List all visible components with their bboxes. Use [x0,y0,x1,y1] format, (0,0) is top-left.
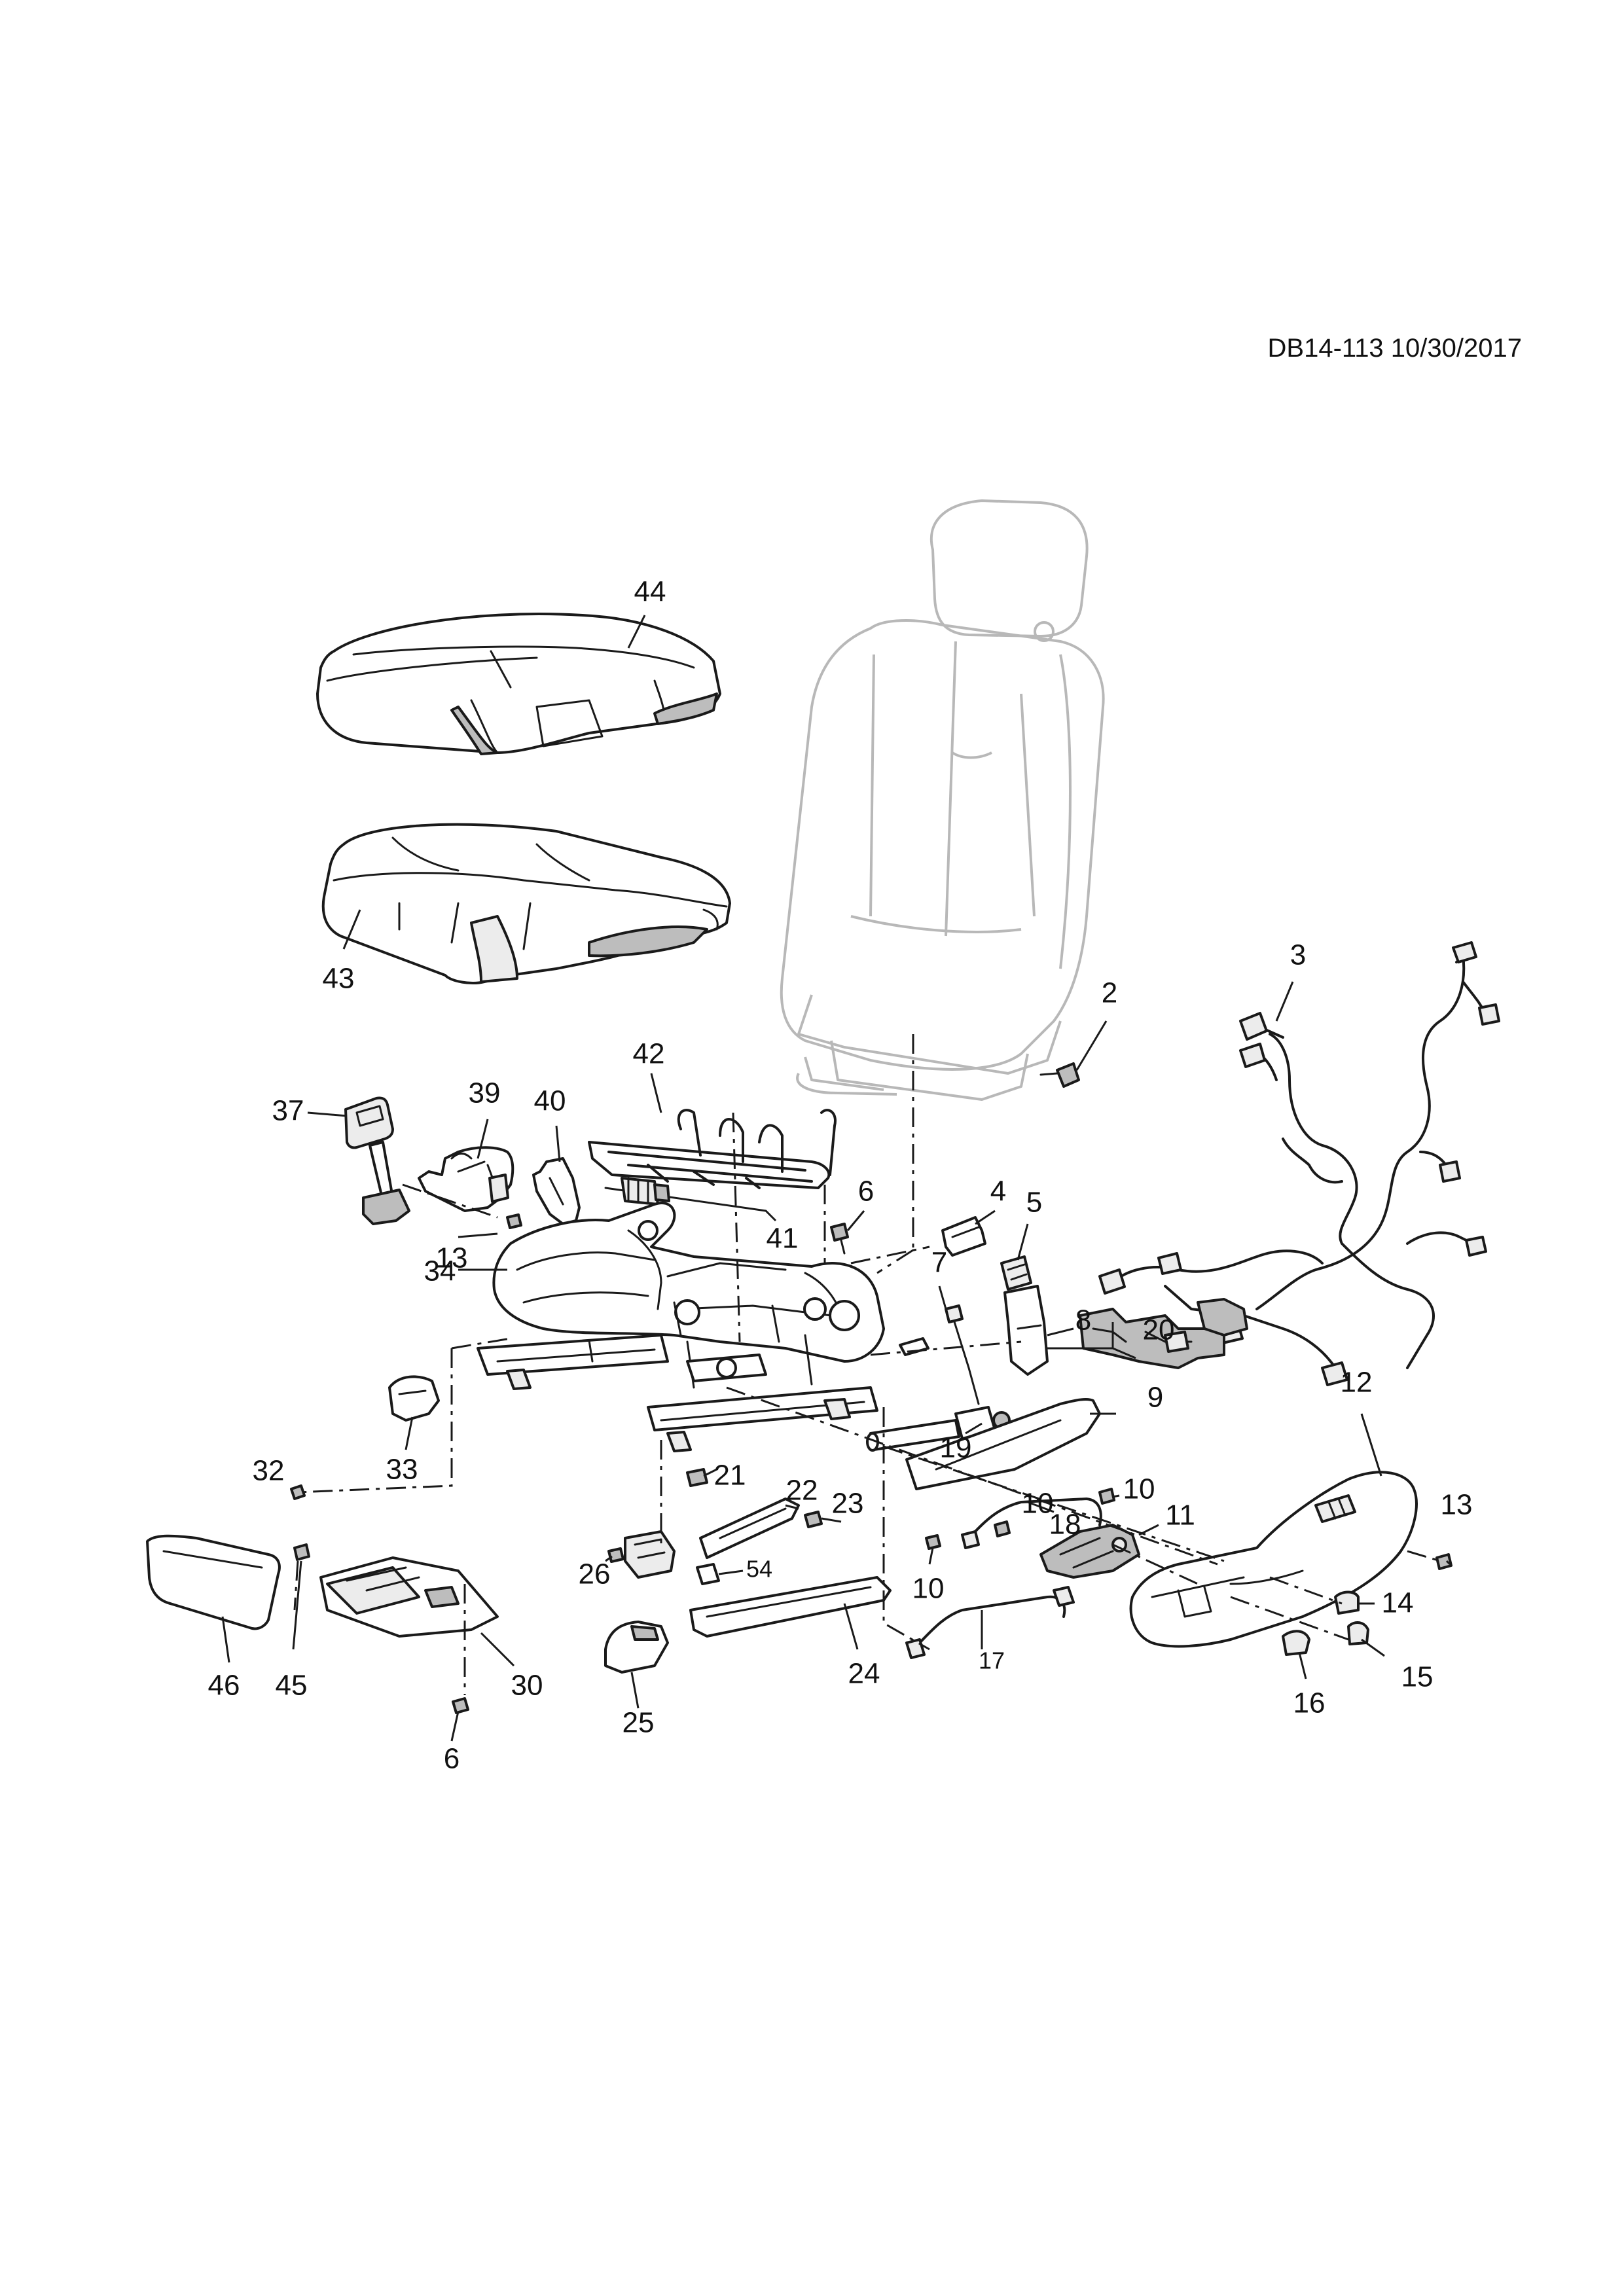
seat-cushion-cover [316,613,721,755]
callout-41: 41 [767,1223,799,1255]
fastener-13-b [1435,1553,1453,1570]
bolt-2 [1039,1062,1080,1088]
callout-labels: 44 43 2 3 42 39 37 40 41 6 4 5 13 34 7 8… [208,576,1473,1775]
fastener-32 [290,1484,306,1500]
callout-13-right: 13 [1441,1489,1473,1521]
bushing-54 [696,1563,720,1585]
callout-37: 37 [272,1095,304,1127]
strut-7 [899,1304,980,1405]
callout-7: 7 [931,1247,947,1279]
adjuster-rod-motor [604,1177,767,1212]
callout-25: 25 [623,1707,655,1739]
callout-45: 45 [276,1670,308,1702]
document-id: DB14-113 10/30/2017 [1268,334,1522,363]
callout-14: 14 [1382,1587,1414,1619]
callout-8: 8 [1075,1304,1091,1336]
callout-42: 42 [633,1038,665,1070]
callout-23: 23 [832,1488,864,1520]
callout-26: 26 [579,1558,611,1590]
callout-46: 46 [208,1670,240,1702]
cable-17 [905,1586,1075,1659]
seat-cushion-frame [492,1202,885,1363]
callout-10-right: 10 [1123,1473,1155,1505]
seat-wiring-harness [1079,941,1500,1386]
rail-cover-24 [689,1576,892,1638]
callout-54: 54 [746,1556,772,1583]
callout-leaders [221,615,1451,1742]
power-seat-switch-11 [1039,1524,1140,1579]
control-module-30 [319,1556,499,1638]
callout-15: 15 [1401,1661,1434,1693]
link-22 [699,1498,800,1559]
front-trim-46 [146,1534,281,1630]
callout-24: 24 [848,1658,880,1690]
reference-lines [293,1034,1441,1695]
callout-43: 43 [323,963,355,995]
seat-cushion-pad [321,823,731,984]
callout-6-lower: 6 [444,1743,460,1775]
callout-11: 11 [1165,1499,1195,1532]
cushion-suspension-wires [588,1109,837,1189]
seat-side-shield-inner [418,1146,514,1212]
knob-16 [1282,1630,1310,1656]
switch-5 [1000,1255,1032,1291]
seat-belt-buckle [344,1096,410,1225]
callout-10-middle: 10 [1022,1488,1054,1520]
callout-34: 34 [424,1255,456,1287]
callout-3: 3 [1290,939,1306,971]
callout-21: 21 [714,1460,746,1492]
fastener-10-a [994,1520,1011,1537]
end-cap-25 [604,1621,669,1674]
callout-4: 4 [990,1175,1006,1208]
fastener-13-a [506,1213,522,1229]
fastener-10-c [925,1534,941,1550]
side-trim-panel-9 [905,1397,1101,1490]
callout-9: 9 [1147,1382,1163,1414]
cover-33 [388,1375,440,1422]
screw-6-lower [452,1697,469,1714]
seatback-ghost [780,499,1105,1101]
callout-32: 32 [253,1455,285,1487]
knob-15 [1347,1621,1369,1645]
motor-26 [607,1530,676,1579]
outer-side-shield-12 [1129,1471,1418,1648]
callout-5: 5 [1026,1187,1042,1219]
callout-16: 16 [1293,1687,1326,1719]
callout-18: 18 [1049,1509,1081,1541]
callout-17: 17 [979,1647,1005,1674]
callout-2: 2 [1102,977,1117,1009]
callout-40: 40 [534,1085,566,1117]
screw-6-upper [830,1223,849,1255]
callout-20: 20 [1143,1314,1175,1346]
fastener-23 [804,1511,823,1528]
callout-10-lower: 10 [912,1573,945,1605]
callout-19: 19 [940,1432,972,1464]
callout-12: 12 [1341,1367,1373,1399]
callout-33: 33 [386,1454,418,1486]
cover-4 [941,1216,986,1257]
fastener-21 [686,1468,708,1487]
callout-22: 22 [786,1475,818,1507]
knob-14 [1334,1590,1360,1615]
trim-8 [1003,1285,1049,1376]
callout-6-upper: 6 [858,1175,874,1208]
callout-39: 39 [469,1077,501,1109]
callout-44: 44 [634,576,666,608]
bracket-40 [532,1157,581,1225]
fastener-10-b [1098,1488,1115,1505]
seat-adjuster-tracks [477,1334,878,1452]
fastener-45 [293,1543,310,1561]
callout-13-left: 13 [436,1242,468,1274]
cable-18 [961,1498,1102,1549]
callout-30: 30 [511,1670,543,1702]
